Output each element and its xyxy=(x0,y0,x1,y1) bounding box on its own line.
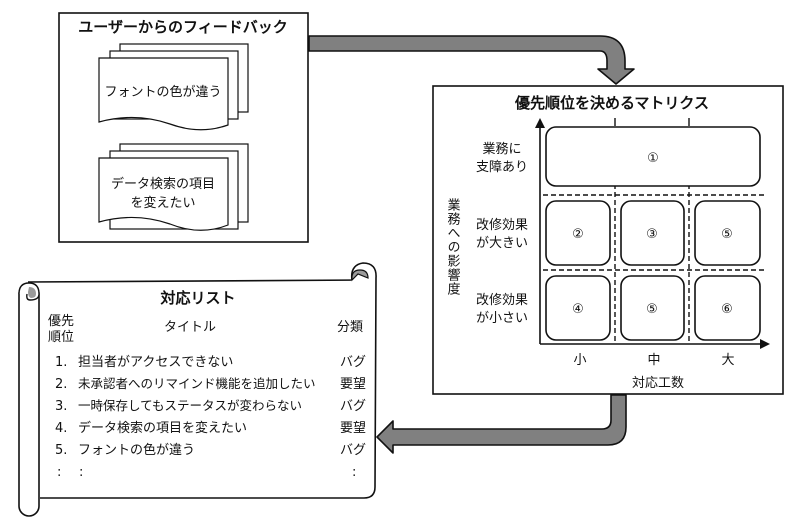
list-row-5[interactable]: 5. フォントの色が違う バグ xyxy=(55,442,366,458)
list-header-priority-line-1: 優先 xyxy=(48,314,74,329)
list-row-title: 担当者がアクセスできない xyxy=(78,355,233,370)
list-row-category: 要望 xyxy=(340,420,366,436)
list-row-category: バグ xyxy=(340,355,366,370)
y-axis-arrowhead xyxy=(535,118,545,128)
list-title: 対応リスト xyxy=(159,289,235,307)
list-row-category: バグ xyxy=(340,399,366,414)
feedback-title: ユーザーからのフィードバック xyxy=(78,18,287,36)
matrix-cell-bottom-small[interactable]: ④ xyxy=(545,275,611,341)
list-row-4[interactable]: 4. データ検索の項目を変えたい 要望 xyxy=(55,420,366,436)
list-row-title: データ検索の項目を変えたい xyxy=(78,420,247,436)
feedback-card-stack-1[interactable]: フォントの色が違う xyxy=(98,43,249,131)
list-ellipsis-number: : xyxy=(57,465,61,480)
x-axis-arrowhead xyxy=(760,339,770,349)
row-label-1-line-1: 業務に xyxy=(482,141,521,157)
matrix-cell-bottom-medium[interactable]: ⑤ xyxy=(620,275,685,341)
list-row-1[interactable]: 1. 担当者がアクセスできない バグ xyxy=(55,355,366,370)
column-label-large: 大 xyxy=(721,353,734,368)
list-row-number: 4. xyxy=(55,421,67,436)
feedback-card-1-text: フォントの色が違う xyxy=(104,84,221,100)
matrix-cell-top-rank: ① xyxy=(647,151,659,166)
list-row-title: 未承認者へのリマインド機能を追加したい xyxy=(78,376,316,391)
matrix-cell-top[interactable]: ① xyxy=(545,126,761,187)
matrix-cell-rank: ⑤ xyxy=(721,227,733,242)
row-label-2-line-1: 改修効果 xyxy=(476,218,528,233)
list-row-3[interactable]: 3. 一時保存してもステータスが変わらない バグ xyxy=(55,398,366,414)
list-scroll xyxy=(18,262,377,517)
matrix-cell-middle-medium[interactable]: ③ xyxy=(620,200,685,266)
list-row-title: フォントの色が違う xyxy=(78,442,195,458)
row-label-3-line-2: が小さい xyxy=(476,311,528,326)
grid-dividers xyxy=(543,184,765,344)
list-header-category: 分類 xyxy=(337,320,363,335)
flow-arrow-matrix-to-list xyxy=(376,394,627,454)
list-row-number: 2. xyxy=(55,377,67,392)
row-label-2-line-2: が大きい xyxy=(476,236,528,251)
matrix-cell-bottom-large[interactable]: ⑥ xyxy=(694,275,761,341)
list-row-title: 一時保存してもステータスが変わらない xyxy=(78,398,302,413)
list-row-ellipsis: : : : xyxy=(57,465,356,480)
flow-arrow-feedback-to-matrix xyxy=(308,35,635,85)
list-row-category: バグ xyxy=(340,443,366,458)
list-row-number: 3. xyxy=(55,399,67,414)
list-row-number: 5. xyxy=(55,443,67,458)
list-ellipsis-category: : xyxy=(352,465,356,480)
list-row-2[interactable]: 2. 未承認者へのリマインド機能を追加したい 要望 xyxy=(55,376,366,392)
y-axis-label: 業務への影響度 xyxy=(445,197,461,296)
list-row-category: 要望 xyxy=(340,376,366,392)
matrix-cell-rank: ⑥ xyxy=(721,302,733,317)
matrix-cell-rank: ② xyxy=(572,227,584,242)
matrix-cell-rank: ⑤ xyxy=(646,302,658,317)
feedback-card-2-line-1: データ検索の項目 xyxy=(111,176,215,192)
matrix-cell-rank: ④ xyxy=(572,302,584,317)
column-label-medium: 中 xyxy=(647,353,660,368)
list-header-priority-line-2: 順位 xyxy=(48,330,74,345)
feedback-card-2-line-2: を変えたい xyxy=(130,195,195,211)
matrix-title: 優先順位を決めるマトリクス xyxy=(514,94,709,112)
matrix-cell-middle-large[interactable]: ⑤ xyxy=(694,200,761,266)
matrix-cell-rank: ③ xyxy=(646,227,658,242)
row-label-3-line-1: 改修効果 xyxy=(476,293,528,308)
x-axis-label: 対応工数 xyxy=(632,376,684,391)
feedback-card-stack-2[interactable]: データ検索の項目 を変えたい xyxy=(98,143,249,231)
row-label-1-line-2: 支障あり xyxy=(476,160,528,175)
matrix-cell-middle-small[interactable]: ② xyxy=(545,200,611,266)
column-label-small: 小 xyxy=(573,353,586,368)
list-ellipsis-title: : xyxy=(79,465,83,480)
list-header-title: タイトル xyxy=(164,320,216,335)
list-row-number: 1. xyxy=(55,355,67,370)
